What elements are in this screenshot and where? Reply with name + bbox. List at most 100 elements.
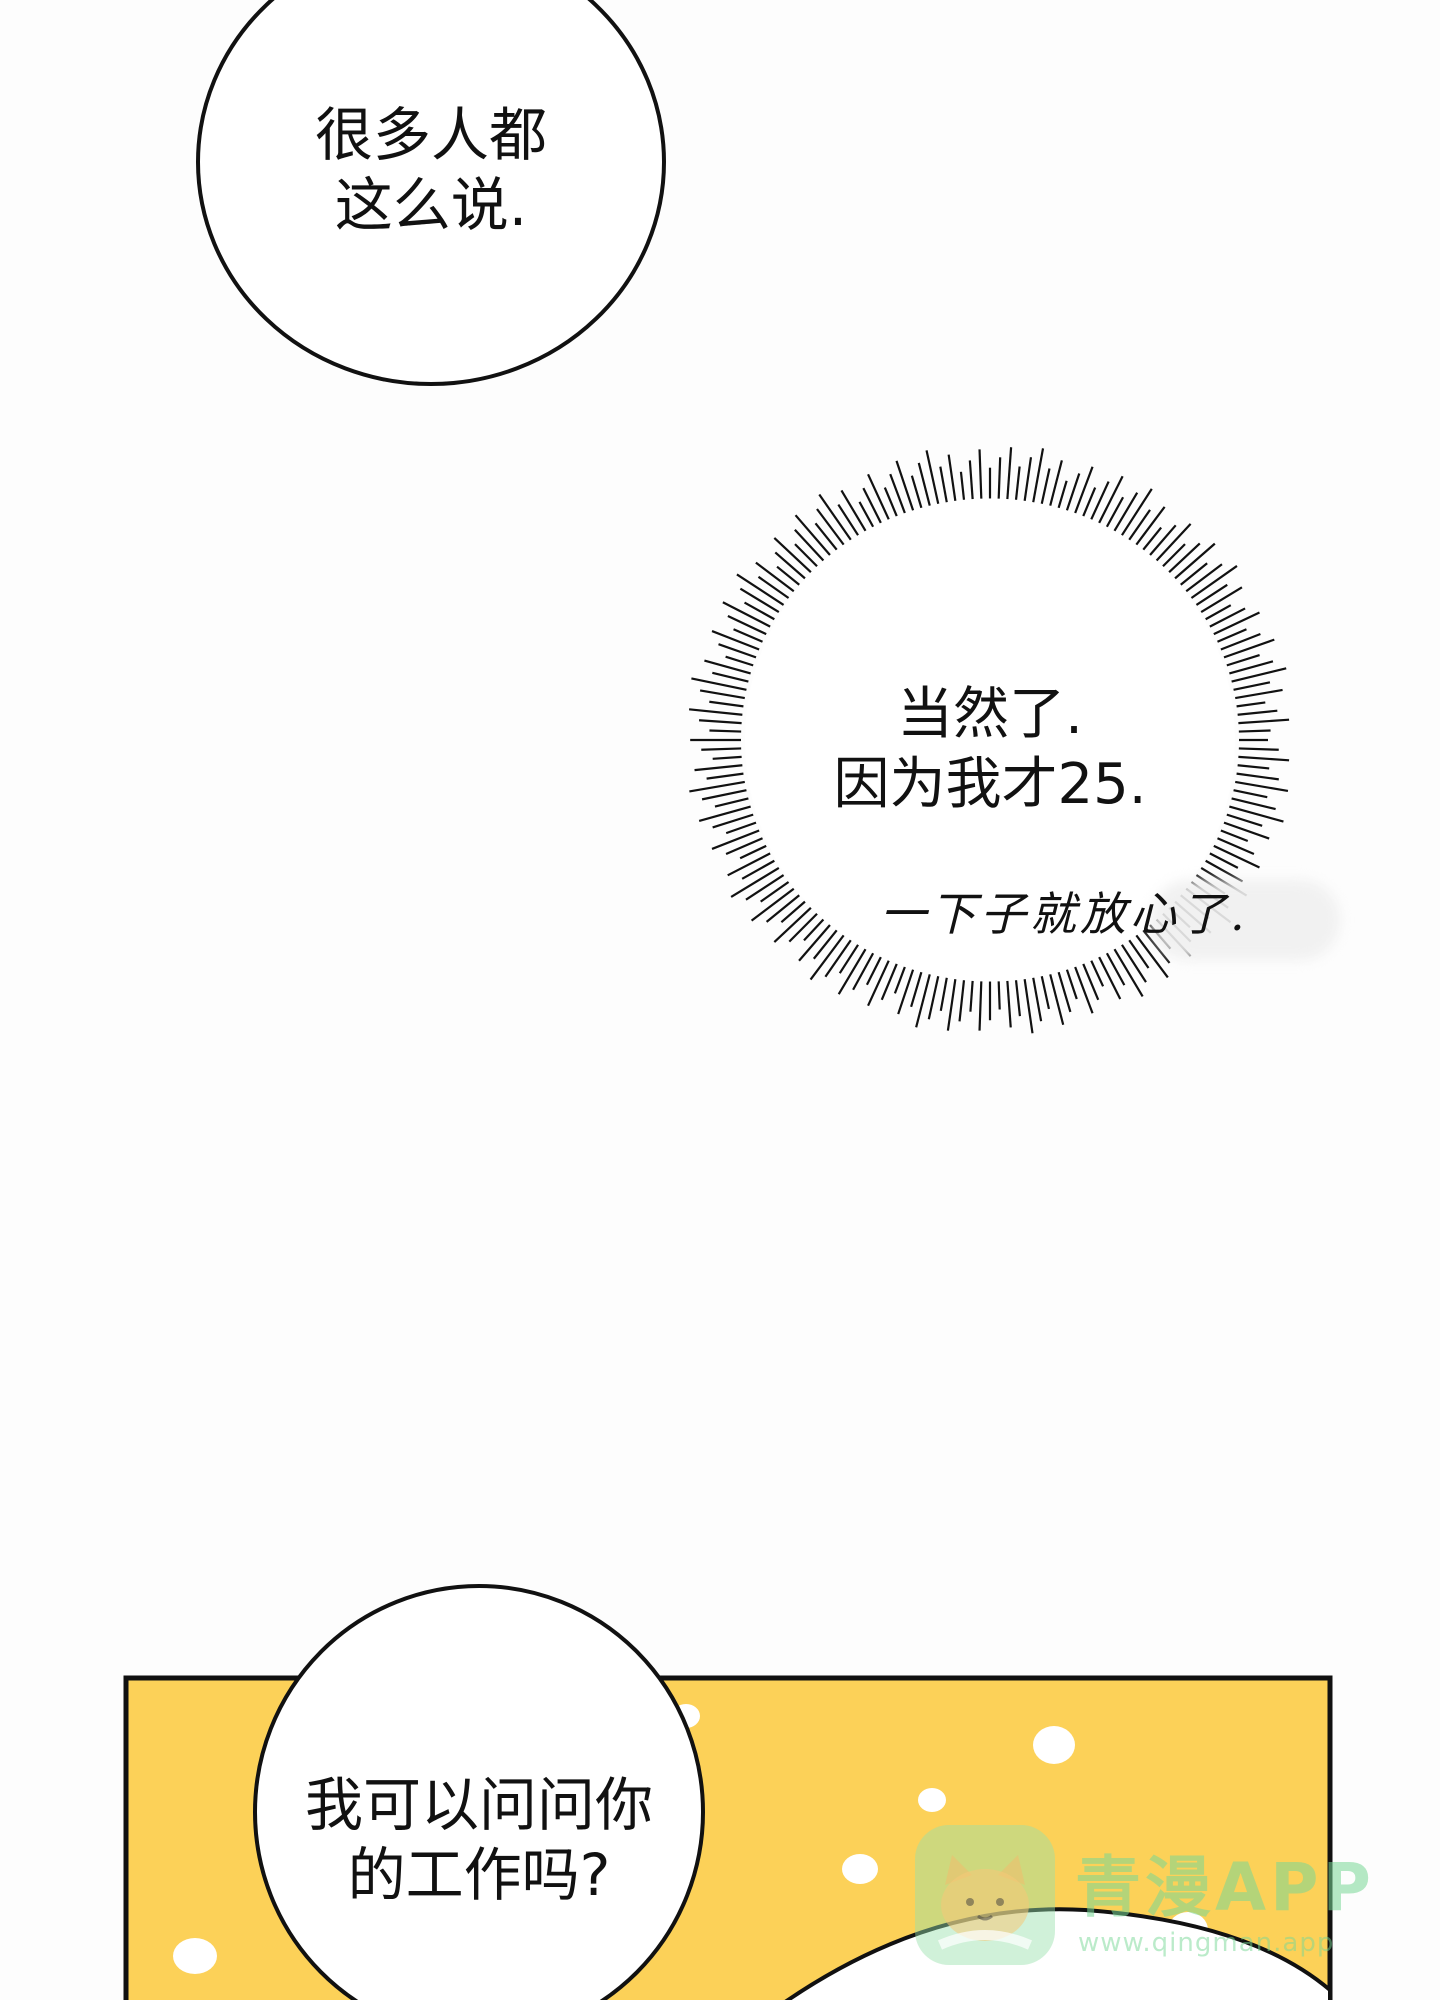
burst-line bbox=[809, 934, 845, 981]
burst-line bbox=[814, 522, 838, 551]
burst-line bbox=[694, 764, 743, 772]
burst-line bbox=[725, 821, 757, 835]
burst-line bbox=[689, 708, 743, 716]
burst-line bbox=[1049, 974, 1065, 1026]
burst-line bbox=[722, 601, 771, 628]
burst-line bbox=[1226, 813, 1263, 827]
burst-line bbox=[910, 475, 923, 509]
burst-line bbox=[880, 963, 898, 1001]
burst-line bbox=[1098, 956, 1122, 1000]
burst-line bbox=[1006, 980, 1012, 1028]
burst-line bbox=[1213, 844, 1260, 869]
speech-bubble-3-line-1: 我可以问问你 bbox=[304, 1771, 653, 1839]
burst-line bbox=[745, 874, 785, 901]
burst-line bbox=[1217, 837, 1255, 855]
burst-line bbox=[1113, 492, 1139, 532]
speech-bubble-3-line-2: 的工作吗? bbox=[347, 1841, 611, 1909]
burst-line bbox=[730, 867, 780, 898]
burst-line bbox=[895, 460, 915, 511]
burst-line bbox=[750, 887, 795, 922]
burst-line bbox=[725, 837, 763, 855]
burst-line bbox=[1220, 829, 1249, 843]
burst-line bbox=[947, 454, 957, 501]
burst-line bbox=[718, 643, 757, 659]
burst-line bbox=[1205, 859, 1244, 883]
burst-line bbox=[1209, 852, 1239, 869]
burst-line bbox=[969, 980, 974, 1012]
burst-line bbox=[1023, 979, 1034, 1034]
burst-line bbox=[1235, 688, 1283, 700]
burst-line bbox=[711, 630, 760, 651]
burst-line bbox=[1162, 543, 1186, 568]
burst-line bbox=[780, 900, 806, 924]
burst-line bbox=[910, 971, 923, 1008]
burst-line bbox=[889, 473, 906, 514]
burst-line bbox=[997, 457, 1002, 499]
burst-line bbox=[1180, 562, 1208, 586]
burst-line bbox=[1128, 939, 1150, 969]
burst-line bbox=[1074, 966, 1094, 1014]
burst-line bbox=[1142, 526, 1163, 551]
burst-line bbox=[1233, 681, 1271, 691]
burst-line bbox=[959, 471, 966, 500]
burst-line bbox=[1057, 971, 1072, 1013]
burst-line bbox=[1090, 960, 1105, 987]
watermark-title: 青漫APP bbox=[1075, 1849, 1375, 1926]
burst-line bbox=[698, 719, 742, 725]
burst-line bbox=[1065, 473, 1081, 511]
burst-line bbox=[1236, 772, 1279, 781]
burst-bubble-line-2: 因为我才25. bbox=[833, 752, 1147, 817]
burst-line bbox=[1195, 583, 1228, 606]
burst-line bbox=[773, 537, 812, 574]
burst-line bbox=[757, 575, 790, 599]
burst-bubble-line-1: 当然了. bbox=[897, 682, 1083, 747]
speech-bubble-1-text: 很多人都 这么说. bbox=[231, 100, 631, 240]
burst-line bbox=[774, 551, 806, 580]
burst-line bbox=[704, 659, 751, 675]
burst-line bbox=[1238, 755, 1290, 762]
burst-bubble-text: 当然了. 因为我才25. bbox=[790, 680, 1190, 820]
burst-line bbox=[1090, 481, 1110, 520]
burst-line bbox=[1237, 764, 1270, 770]
burst-line bbox=[1098, 475, 1124, 524]
burst-line bbox=[1040, 468, 1051, 504]
burst-line bbox=[1128, 509, 1151, 541]
burst-line bbox=[812, 929, 838, 960]
burst-line bbox=[946, 979, 957, 1031]
burst-line bbox=[1209, 607, 1246, 628]
burst-line bbox=[739, 844, 767, 860]
burst-line bbox=[794, 514, 831, 556]
burst-line bbox=[978, 449, 983, 499]
burst-line bbox=[1174, 542, 1216, 580]
burst-line bbox=[1238, 729, 1271, 733]
burst-line bbox=[1226, 653, 1260, 667]
burst-line bbox=[1057, 480, 1068, 509]
burst-line bbox=[1200, 586, 1243, 613]
burst-line bbox=[743, 601, 775, 621]
burst-line bbox=[739, 587, 780, 613]
burst-line bbox=[840, 489, 867, 532]
speech-bubble-1 bbox=[196, 0, 666, 386]
burst-line bbox=[1236, 701, 1266, 708]
burst-line bbox=[699, 689, 745, 700]
burst-line bbox=[714, 797, 749, 808]
burst-line bbox=[968, 460, 974, 500]
burst-line bbox=[958, 980, 966, 1022]
burst-line bbox=[755, 561, 795, 593]
burst-line bbox=[712, 671, 749, 683]
burst-line bbox=[1135, 506, 1166, 546]
burst-line bbox=[1220, 633, 1261, 651]
burst-line bbox=[862, 487, 882, 524]
burst-line bbox=[727, 852, 771, 877]
burst-line bbox=[925, 450, 940, 504]
burst-line bbox=[915, 974, 931, 1028]
burst-line bbox=[883, 487, 898, 517]
burst-line bbox=[709, 729, 742, 733]
speech-bubble-1-line-2: 这么说. bbox=[334, 171, 528, 239]
burst-line bbox=[824, 939, 852, 978]
burst-line bbox=[1049, 460, 1063, 506]
burst-line bbox=[1032, 977, 1043, 1022]
burst-line bbox=[1082, 487, 1097, 517]
burst-line bbox=[1142, 929, 1171, 964]
